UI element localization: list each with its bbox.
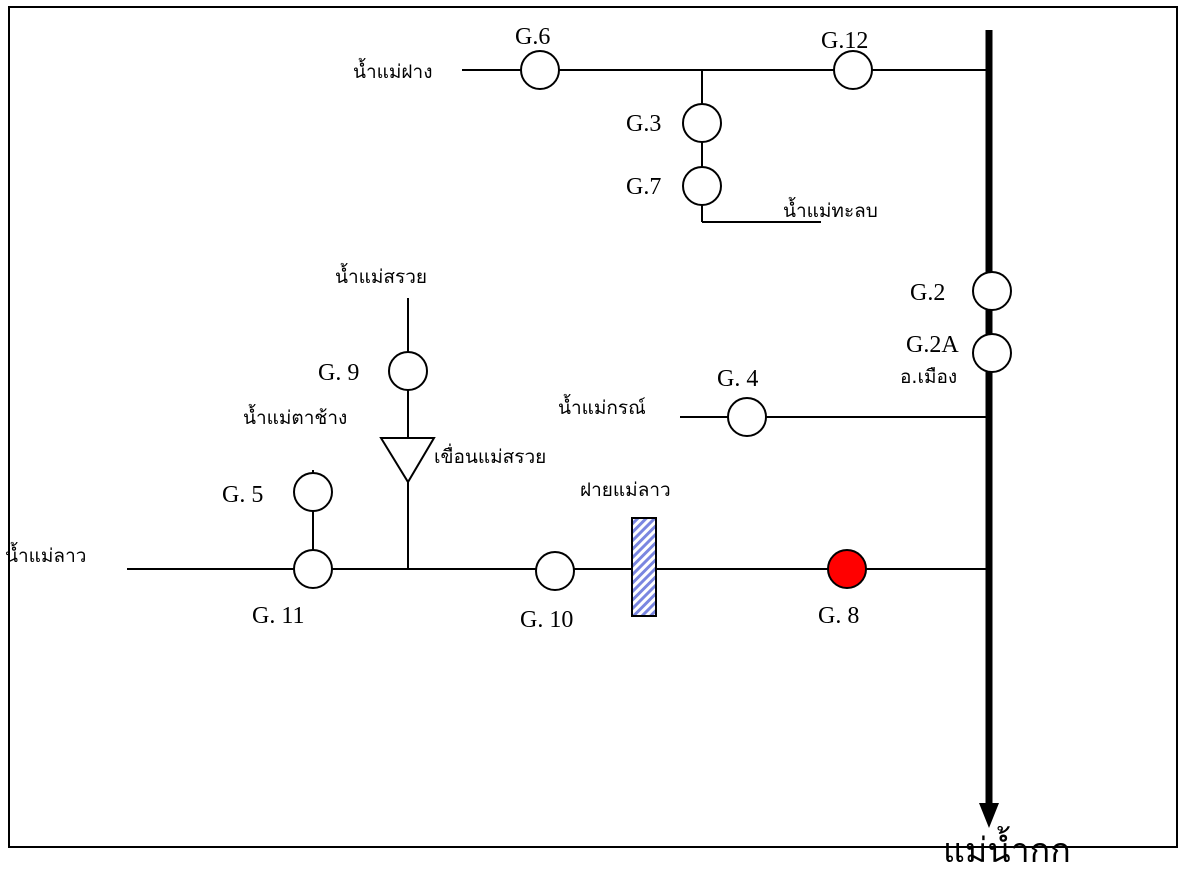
station-g11-icon (293, 549, 333, 589)
mae-korn-label: น้ำแม่กรณ์ (558, 394, 646, 419)
station-g10-label: G. 10 (520, 607, 573, 633)
main-river-arrow-icon (979, 803, 999, 828)
dam-icon (379, 437, 436, 484)
mae-fang-label: น้ำแม่ฝาง (353, 58, 433, 83)
station-g9-icon (388, 351, 428, 391)
mae-suai-label: น้ำแม่สรวย (335, 263, 427, 288)
station-g5-label: G. 5 (222, 482, 263, 508)
weir-icon (631, 517, 657, 617)
mae-ta-chang-label: น้ำแม่ตาช้าง (243, 404, 347, 429)
station-g7-icon (682, 166, 722, 206)
station-g3-label: G.3 (626, 111, 661, 137)
station-g11-label: G. 11 (252, 603, 304, 629)
station-g2-label: G.2 (910, 280, 945, 306)
station-g2a-icon (972, 333, 1012, 373)
station-g4-icon (727, 397, 767, 437)
station-g4-label: G. 4 (717, 366, 758, 392)
station-g2a-label: G.2A (906, 332, 959, 358)
station-g9-label: G. 9 (318, 360, 359, 386)
station-g5-icon (293, 472, 333, 512)
station-g8-label: G. 8 (818, 603, 859, 629)
station-g12-icon (833, 50, 873, 90)
station-g8-icon (827, 549, 867, 589)
main-river-label: แม่น้ำกก (943, 826, 1071, 871)
mae-lao-label: น้ำแม่ลาว (5, 542, 86, 567)
station-g6-label: G.6 (515, 24, 550, 50)
weir-label: ฝายแม่ลาว (580, 479, 671, 501)
station-g6-icon (520, 50, 560, 90)
dam-label: เขื่อนแม่สรวย (434, 443, 546, 468)
diagram-frame (8, 6, 1178, 848)
mae-thalop-label: น้ำแม่ทะลบ (783, 197, 878, 222)
station-g3-icon (682, 103, 722, 143)
station-g7-label: G.7 (626, 174, 661, 200)
district-label: อ.เมือง (900, 366, 957, 388)
station-g2-icon (972, 271, 1012, 311)
station-g10-icon (535, 551, 575, 591)
station-g12-label: G.12 (821, 28, 868, 54)
